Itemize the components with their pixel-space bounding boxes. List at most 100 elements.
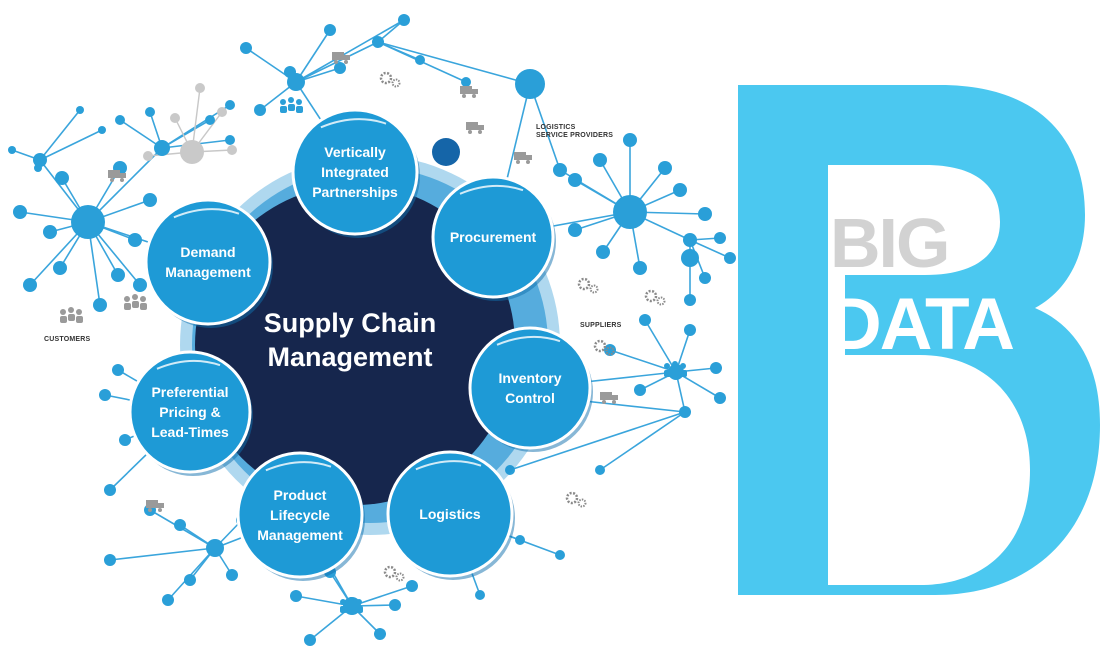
network-node xyxy=(111,268,125,282)
truck-icon xyxy=(514,152,532,164)
network-node xyxy=(98,126,106,134)
network-node xyxy=(334,62,346,74)
network-node xyxy=(324,24,336,36)
network-node xyxy=(104,484,116,496)
preferential-pricing-lead-times-label-line: Pricing & xyxy=(159,404,221,420)
preferential-pricing-lead-times-label-line: Preferential xyxy=(151,384,229,400)
network-node xyxy=(699,272,711,284)
process-nodes xyxy=(128,108,593,581)
network-edge xyxy=(599,411,686,471)
network-node xyxy=(515,535,525,545)
procurement-label: Procurement xyxy=(433,227,553,247)
center-title-line1: Supply Chain xyxy=(263,308,437,338)
network-node xyxy=(461,77,471,87)
network-node xyxy=(399,15,409,25)
people-icon xyxy=(340,597,363,613)
truck-icon xyxy=(600,392,618,404)
people-icon xyxy=(664,361,687,377)
network-edge xyxy=(529,83,561,171)
network-node xyxy=(71,205,105,239)
network-node xyxy=(119,434,131,446)
network-edge xyxy=(644,319,677,373)
network-node xyxy=(23,278,37,292)
gear-icon xyxy=(593,339,615,356)
logo-big-word: BIG xyxy=(830,204,950,282)
inventory-control-label-line: Inventory xyxy=(498,370,562,386)
network-node xyxy=(553,163,567,177)
network-node xyxy=(515,69,545,99)
network-node xyxy=(225,100,235,110)
network-edge xyxy=(574,399,686,413)
people-icon xyxy=(280,97,303,113)
procurement-node xyxy=(431,175,555,299)
gear-icon xyxy=(565,491,587,508)
network-edge xyxy=(689,239,731,259)
logistics-label-line: Logistics xyxy=(419,506,481,522)
truck-icon xyxy=(146,500,164,512)
network-node xyxy=(304,634,316,646)
network-node xyxy=(240,42,252,54)
demand-management-label-line: Management xyxy=(165,264,251,280)
demand-management-node xyxy=(144,198,272,326)
preferential-pricing-lead-times-node-highlight xyxy=(156,359,221,370)
network-node xyxy=(254,104,266,116)
network-nodes xyxy=(8,14,736,646)
preferential-pricing-lead-times-node xyxy=(128,350,252,474)
network-node xyxy=(217,107,227,117)
vertically-integrated-partnerships-label-line: Integrated xyxy=(321,164,389,180)
network-node xyxy=(374,628,386,640)
network-node xyxy=(568,173,582,187)
network-node xyxy=(162,594,174,606)
logo-data-word: DATA xyxy=(829,284,1015,365)
network-node xyxy=(634,384,646,396)
product-lifecycle-management-node-highlight xyxy=(265,461,332,472)
product-lifecycle-management-label-line: Management xyxy=(257,527,343,543)
network-node xyxy=(206,539,224,557)
procurement-node-highlight xyxy=(459,184,524,195)
network-edge xyxy=(295,19,405,83)
truck-icon xyxy=(460,86,478,98)
gear-icon xyxy=(379,71,401,88)
network-node xyxy=(623,133,637,147)
network-node xyxy=(679,406,691,418)
vertically-integrated-partnerships-label-line: Partnerships xyxy=(312,184,398,200)
logistics-label: Logistics xyxy=(388,504,512,524)
gear-icon xyxy=(383,565,405,582)
network-node xyxy=(724,252,736,264)
network-node xyxy=(226,569,238,581)
people-icon xyxy=(60,307,83,323)
vertically-integrated-partnerships-label-line: Vertically xyxy=(324,144,386,160)
network-node xyxy=(673,183,687,197)
network-node xyxy=(505,465,515,475)
logistics-providers-label: LOGISTICS SERVICE PROVIDERS xyxy=(536,124,613,140)
network-node xyxy=(227,145,237,155)
network-edge xyxy=(109,547,216,561)
network-node xyxy=(639,314,651,326)
vertically-integrated-partnerships-node xyxy=(291,108,419,236)
product-lifecycle-management-label-line: Lifecycle xyxy=(270,507,330,523)
network-node xyxy=(8,146,16,154)
vertically-integrated-partnerships-node-highlight xyxy=(320,118,387,129)
network-edge xyxy=(509,411,686,471)
network-node xyxy=(33,153,47,167)
network-node xyxy=(596,245,610,259)
network-node xyxy=(475,590,485,600)
inventory-control-node xyxy=(468,326,592,450)
network-node xyxy=(143,193,157,207)
logistics-node xyxy=(386,450,514,578)
network-edge xyxy=(351,585,413,607)
network-node xyxy=(180,140,204,164)
network-edge xyxy=(39,129,103,161)
network-node xyxy=(698,207,712,221)
network-icons xyxy=(60,52,687,613)
network-edge xyxy=(39,109,81,161)
network-node xyxy=(287,73,305,91)
network-node xyxy=(633,261,647,275)
network-node xyxy=(13,205,27,219)
demand-management-label-line: Demand xyxy=(180,244,236,260)
product-lifecycle-management-label-line: Product xyxy=(273,487,327,503)
network-node xyxy=(195,83,205,93)
